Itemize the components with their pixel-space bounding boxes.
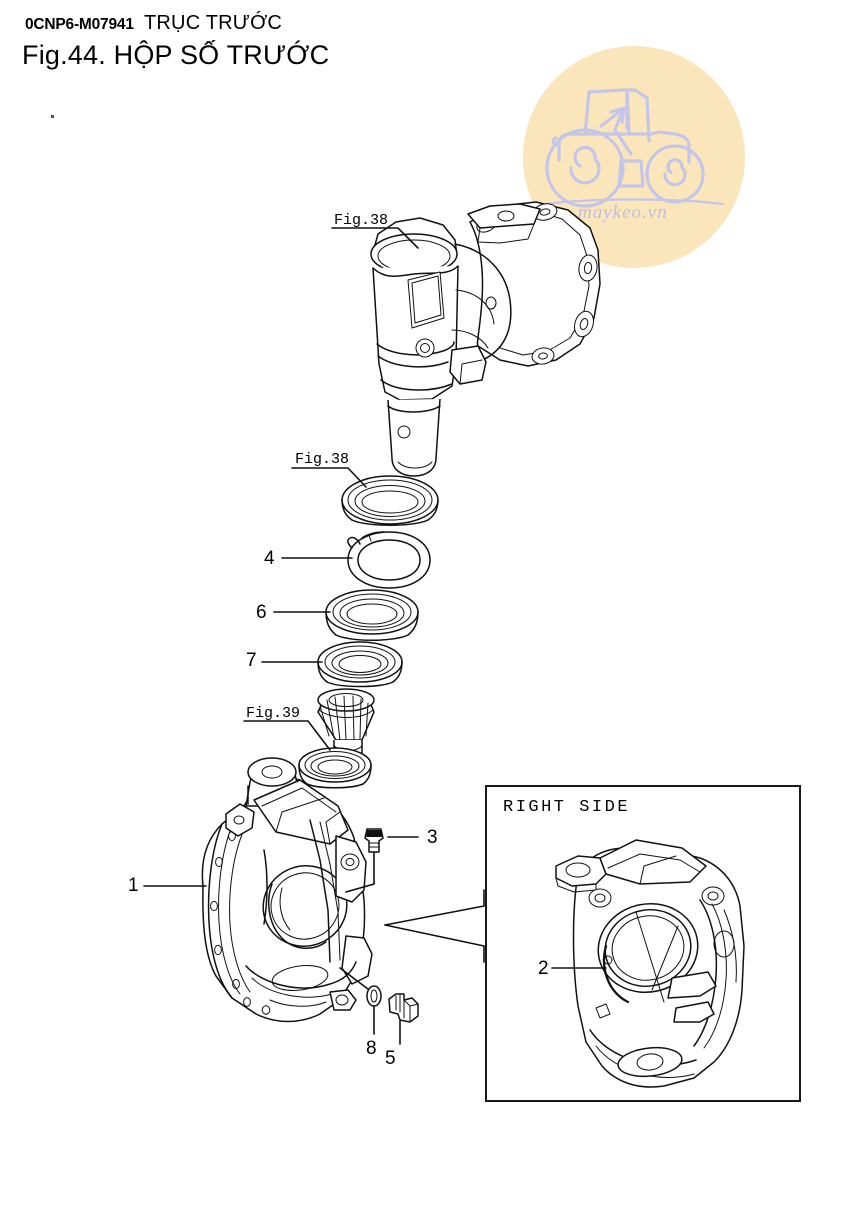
header-subtitle: TRỤC TRƯỚC xyxy=(144,12,283,34)
leader-fig39 xyxy=(243,720,331,751)
part-drain-plug xyxy=(388,993,419,1023)
right-side-inset-title: RIGHT SIDE xyxy=(503,798,631,817)
callout-item-7: 7 xyxy=(246,650,257,671)
callout-fig38-seal: Fig.38 xyxy=(295,451,350,468)
stray-mark xyxy=(51,115,54,118)
callout-item-8: 8 xyxy=(366,1038,377,1059)
part-small-bearing xyxy=(298,747,372,789)
part-oil-seal xyxy=(341,475,439,526)
tractor-icon xyxy=(543,88,725,208)
leader-item-3 xyxy=(345,836,419,893)
part-bearing-6 xyxy=(325,589,419,641)
callout-fig39: Fig.39 xyxy=(246,705,301,722)
page-title: Fig.44. HỘP SỐ TRƯỚC xyxy=(22,40,330,70)
callout-item-2: 2 xyxy=(538,958,549,979)
pointer-to-right-side-inset xyxy=(384,889,485,963)
part-snap-ring xyxy=(347,531,431,589)
leader-item-8 xyxy=(339,967,375,1035)
callout-fig38-top: Fig.38 xyxy=(334,212,389,229)
callout-item-6: 6 xyxy=(256,602,267,623)
leader-fig38-seal xyxy=(291,467,367,488)
right-side-inset-box xyxy=(485,785,801,1102)
part-front-gear-case xyxy=(201,757,373,1023)
watermark-text: maykeo.vn xyxy=(578,202,668,223)
callout-item-3: 3 xyxy=(427,827,438,848)
callout-item-1: 1 xyxy=(128,875,139,896)
leader-fig38-top xyxy=(331,227,419,249)
page-header: 0CNP6-M07941 TRỤC TRƯỚC Fig.44. HỘP SỐ T… xyxy=(0,0,855,95)
part-plug-3 xyxy=(364,828,384,853)
part-front-gear-case-right-view xyxy=(555,839,745,1088)
callout-item-5: 5 xyxy=(385,1048,396,1069)
part-code: 0CNP6-M07941 xyxy=(25,16,134,33)
part-axle-support-housing xyxy=(370,201,601,477)
callout-item-4: 4 xyxy=(264,548,275,569)
part-bearing-7 xyxy=(317,641,403,688)
part-o-ring xyxy=(366,985,382,1007)
